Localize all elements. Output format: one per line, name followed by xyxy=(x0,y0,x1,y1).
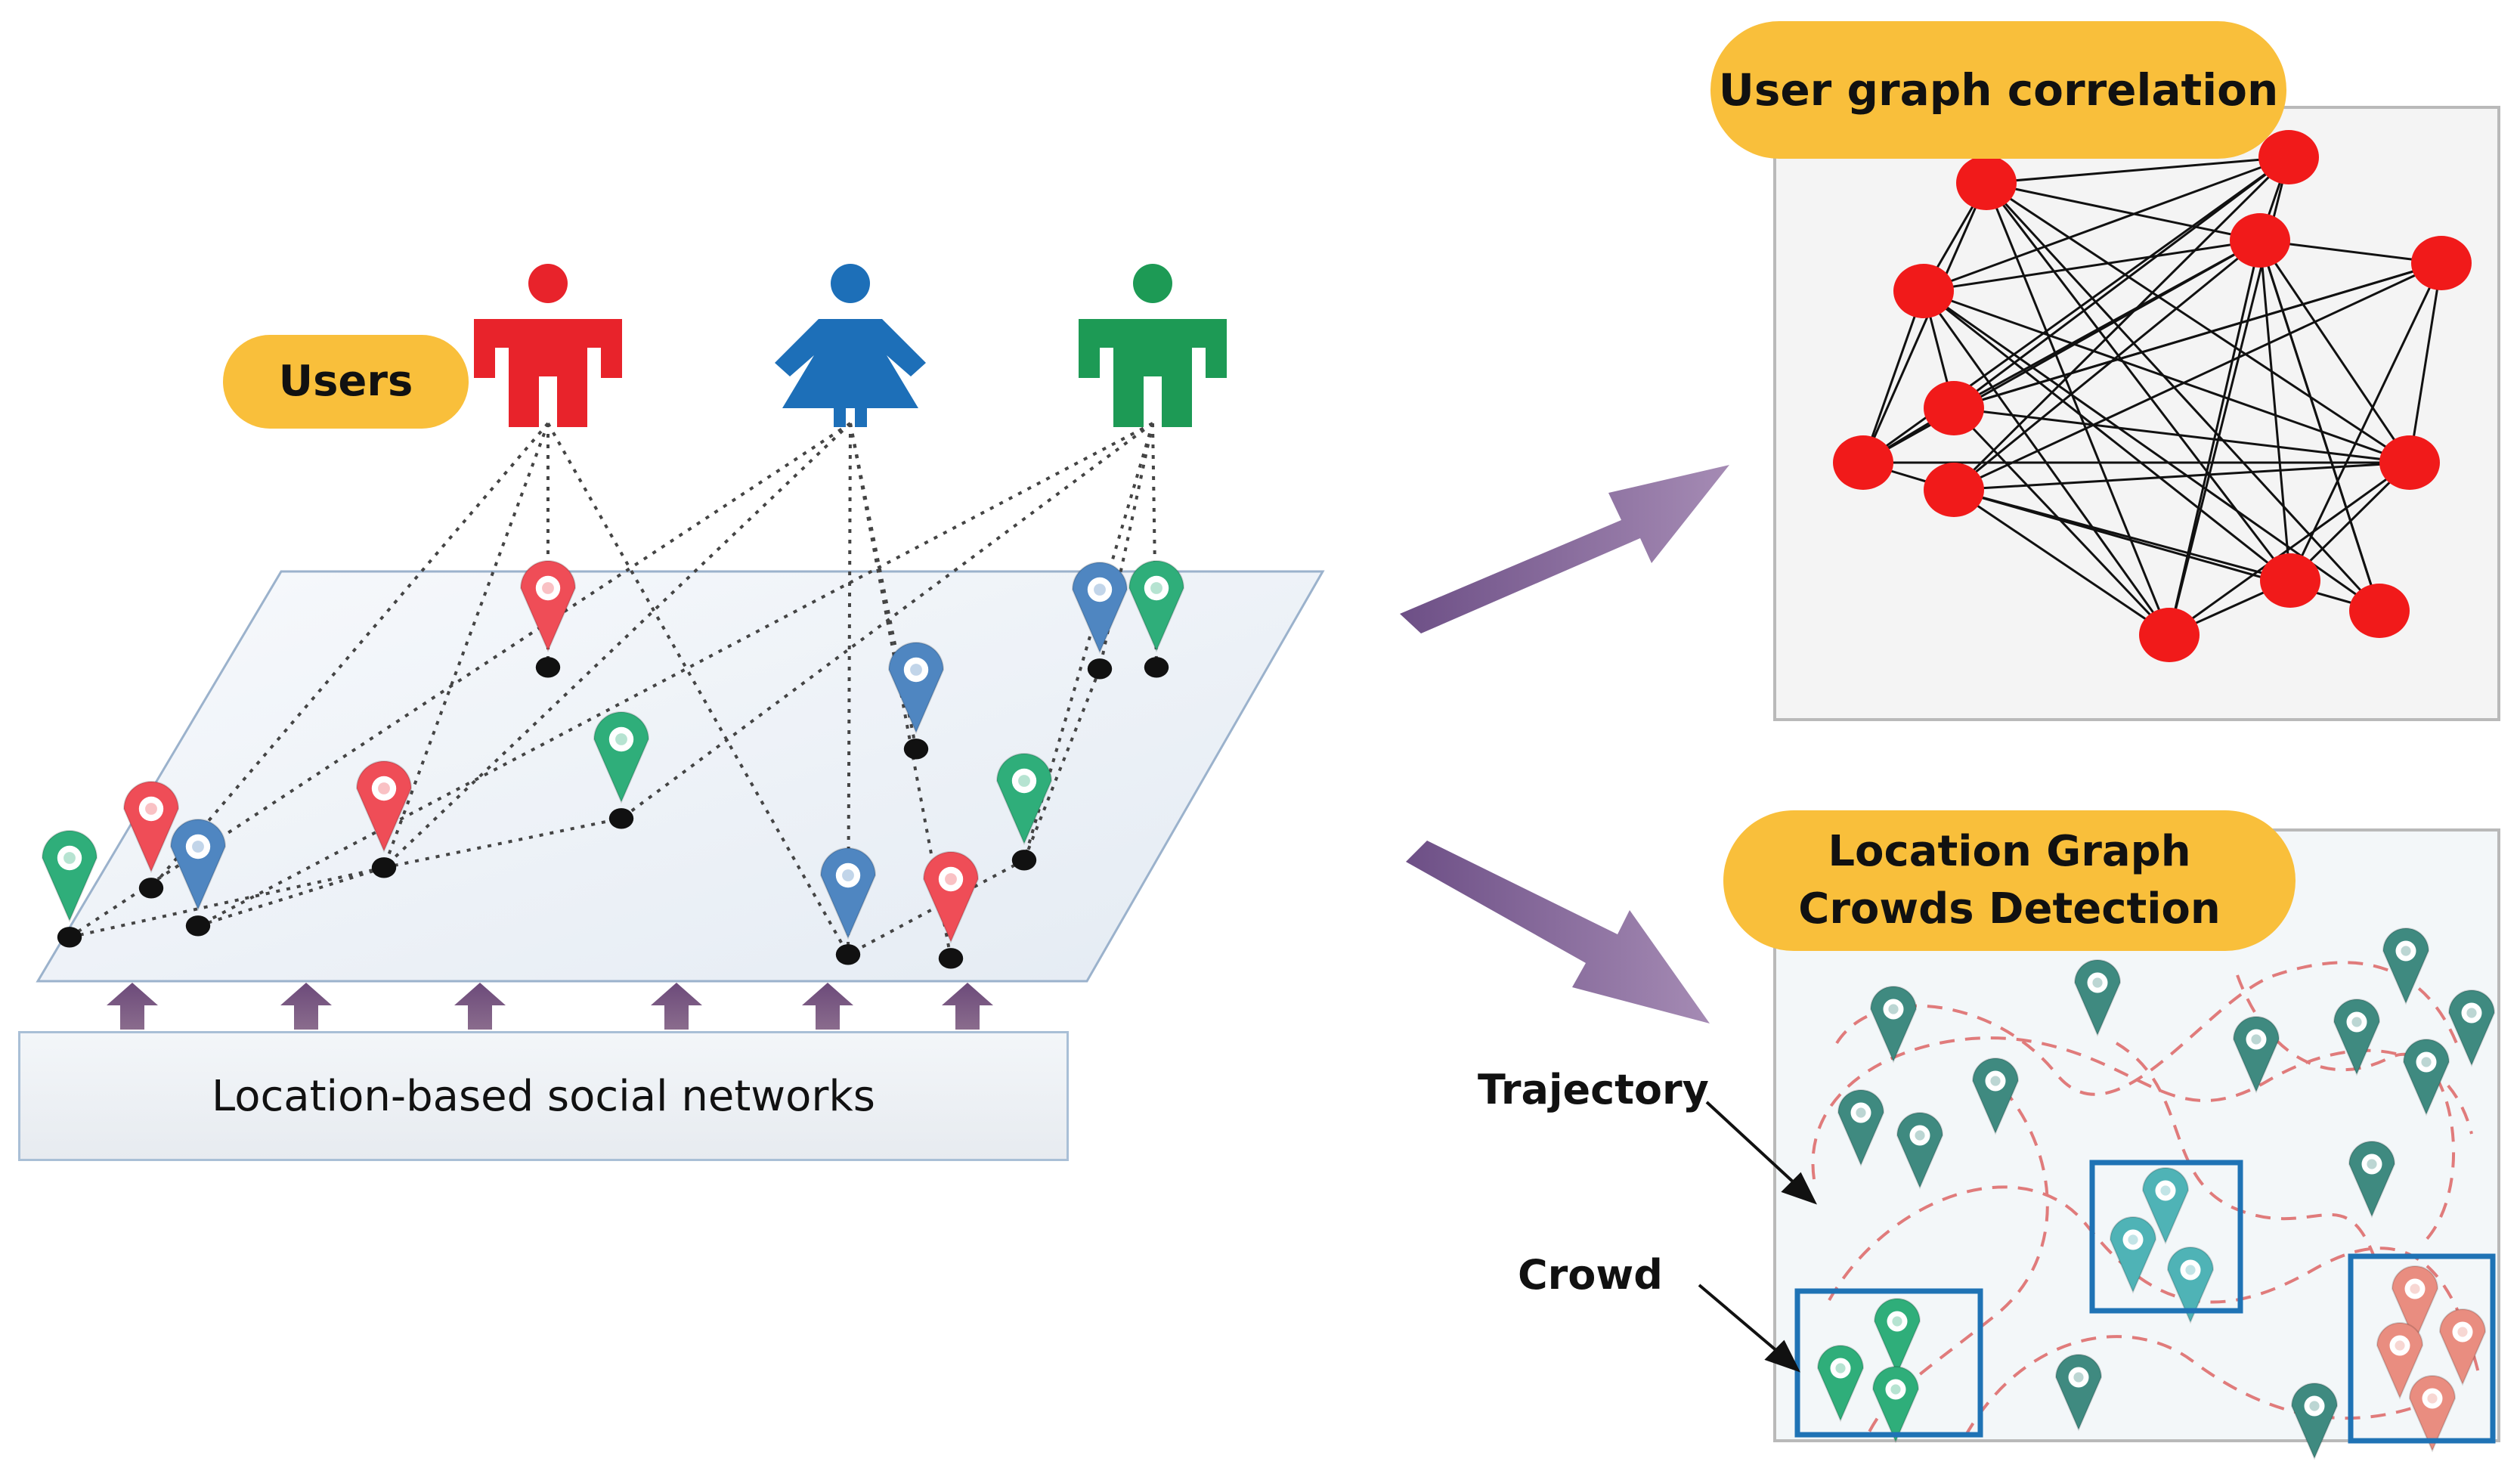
trajectory-paths xyxy=(1811,961,2481,1437)
location-pin-icon xyxy=(2290,1383,2339,1460)
checkin-dot xyxy=(835,944,861,965)
location-pin-icon xyxy=(2402,1039,2450,1116)
location-pin-icon xyxy=(2438,1308,2487,1386)
graph-node xyxy=(2258,130,2319,184)
location-pin-icon xyxy=(2054,1354,2103,1432)
crowd-box xyxy=(2089,1160,2243,1314)
location-pin-icon xyxy=(593,711,650,829)
crowd-pointer xyxy=(1698,1284,1800,1373)
arrow-up-icon xyxy=(107,983,158,1030)
arrow-up-icon xyxy=(651,983,702,1030)
graph-node xyxy=(2230,213,2290,268)
checkin-dot xyxy=(903,739,929,760)
arrow-right-icon xyxy=(1406,841,1710,1024)
location-pin-icon xyxy=(1971,1058,2020,1135)
location-pin-icon xyxy=(1816,1345,1865,1423)
location-pin-icon xyxy=(2141,1167,2190,1245)
location-pin-icon xyxy=(1871,1366,1920,1444)
location-plane xyxy=(36,570,1325,983)
graph-node xyxy=(2379,435,2440,490)
crowd-box xyxy=(2348,1253,2496,1444)
location-pin-icon xyxy=(2232,1016,2280,1094)
users-label: Users xyxy=(223,335,469,429)
checkin-dot xyxy=(608,808,634,829)
location-pin-icon xyxy=(887,642,945,760)
user-figure-icon xyxy=(474,264,622,427)
crowd-box xyxy=(1794,1288,1983,1438)
user-figures xyxy=(474,264,1227,427)
lbsn-box: Location-based social networks xyxy=(18,1031,1069,1161)
crowd-label: Crowd xyxy=(1518,1251,1663,1299)
location-pin-icon xyxy=(2348,1141,2396,1219)
graph-node xyxy=(1893,264,1954,318)
graph-node xyxy=(2139,608,2200,662)
arrow-up-icon xyxy=(802,983,853,1030)
location-pin-icon xyxy=(995,753,1053,871)
graph-node xyxy=(1924,381,1984,435)
location-graph-label-line2: Crowds Detection xyxy=(1798,884,2221,934)
user-figure-icon xyxy=(775,264,926,427)
graph-node xyxy=(2349,584,2410,638)
arrow-right-icon xyxy=(1400,465,1729,633)
location-pin-icon xyxy=(2382,928,2430,1005)
upload-arrows xyxy=(107,983,993,1030)
trajectory-label: Trajectory xyxy=(1478,1066,1709,1113)
location-pin-icon xyxy=(2447,989,2496,1067)
location-pin-icon xyxy=(2391,1265,2439,1343)
location-pin-icon xyxy=(2333,999,2381,1076)
location-pin-icon xyxy=(169,819,227,937)
checkin-dot xyxy=(1011,850,1037,871)
checkin-pins xyxy=(41,560,1185,969)
graph-node xyxy=(1833,435,1893,490)
graph-node xyxy=(1956,156,2017,210)
location-pin-icon xyxy=(2073,959,2122,1037)
user-graph-label: User graph correlation xyxy=(1710,21,2286,159)
location-pin-icon xyxy=(922,851,980,969)
graph-node xyxy=(1924,463,1984,517)
trajectory-pointer xyxy=(1705,1101,1817,1205)
checkin-dot xyxy=(57,927,82,948)
location-pin-icon xyxy=(2376,1322,2424,1400)
lbsn-label: Location-based social networks xyxy=(212,1071,875,1121)
arrow-up-icon xyxy=(454,983,506,1030)
location-pin-icon xyxy=(1128,560,1185,678)
location-pin-icon xyxy=(819,847,877,965)
location-pin-icon xyxy=(2166,1246,2215,1324)
location-pin-icon xyxy=(1873,1298,1921,1376)
location-pin-icon xyxy=(1071,562,1128,680)
location-pin-icon xyxy=(1837,1089,1885,1167)
arrow-up-icon xyxy=(280,983,332,1030)
crowd-boxes xyxy=(1794,1160,2496,1444)
checkin-dot xyxy=(138,878,164,899)
graph-node xyxy=(2411,236,2472,290)
location-pin-icon xyxy=(1896,1112,1944,1190)
location-graph-label-line1: Location Graph xyxy=(1828,827,2191,877)
location-pin-icon xyxy=(122,781,180,899)
checkin-dot xyxy=(1087,658,1113,680)
location-pin-icon xyxy=(519,560,577,678)
checkin-dot xyxy=(371,857,397,878)
checkin-dot xyxy=(185,915,211,937)
checkin-dot xyxy=(938,948,964,969)
graph-edges xyxy=(1862,156,2443,636)
location-pin-icon xyxy=(355,760,413,878)
location-graph-label: Location Graph Crowds Detection xyxy=(1723,810,2296,951)
user-figure-icon xyxy=(1079,264,1227,427)
location-pin-icon xyxy=(1869,986,1918,1064)
arrow-up-icon xyxy=(942,983,993,1030)
graph-nodes xyxy=(1833,130,2472,662)
location-pins xyxy=(1816,928,2496,1460)
location-pin-icon xyxy=(41,830,98,948)
location-pin-icon xyxy=(2408,1375,2457,1453)
checkin-dot xyxy=(535,657,561,678)
user-graph-panel xyxy=(1773,106,2500,721)
location-pin-icon xyxy=(2109,1216,2157,1294)
graph-node xyxy=(2260,553,2320,608)
checkin-dot xyxy=(1144,657,1169,678)
